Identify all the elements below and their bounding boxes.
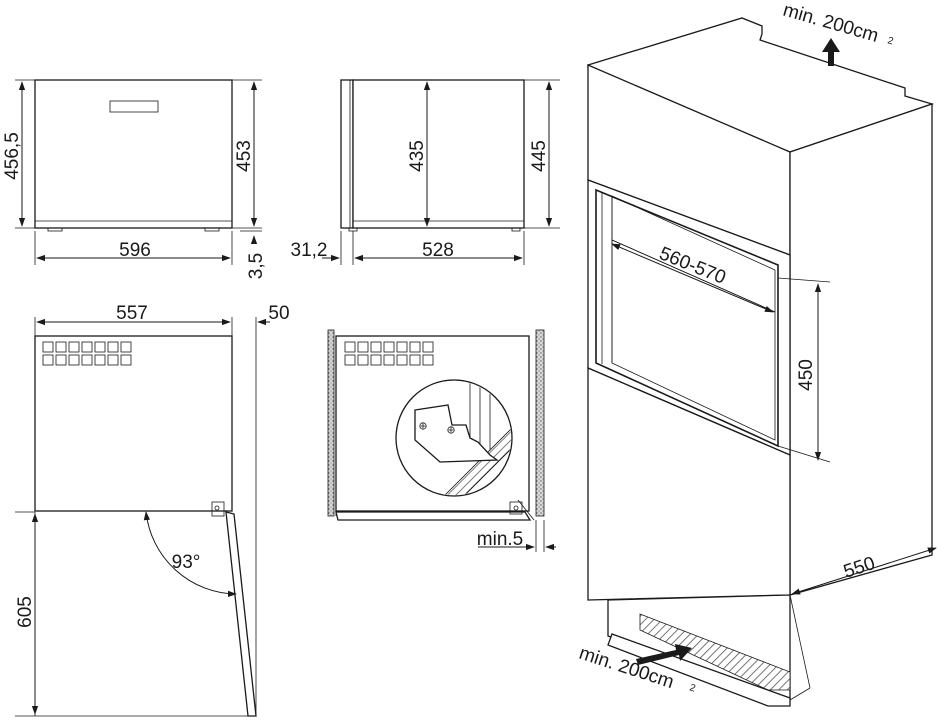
vent-grid-cell bbox=[81, 341, 93, 353]
vent-grid-cell bbox=[383, 354, 395, 366]
section-wall-left bbox=[327, 329, 335, 517]
vent-grid-cell bbox=[344, 354, 356, 366]
door-angle-label: 93° bbox=[172, 552, 201, 573]
vent-grid-cell bbox=[94, 341, 106, 353]
dim-line-niche-depth bbox=[791, 547, 937, 595]
detail-magnifier bbox=[395, 379, 513, 497]
front-display-panel bbox=[109, 100, 159, 113]
vent-grid-cell bbox=[42, 354, 54, 366]
vent-grid-cell bbox=[55, 341, 67, 353]
front-width-label: 596 bbox=[119, 240, 151, 261]
vent-top-arrow bbox=[822, 38, 840, 66]
vent-grid-cell bbox=[55, 354, 67, 366]
top-appliance-body bbox=[34, 335, 233, 512]
vent-grid-cell bbox=[107, 341, 119, 353]
vent-grid-cell bbox=[357, 341, 369, 353]
top-gap-label: 50 bbox=[268, 303, 289, 324]
niche-right-side bbox=[789, 103, 933, 596]
vent-grid-cell bbox=[422, 354, 434, 366]
front-appliance-body bbox=[34, 79, 233, 229]
side-depth-label: 528 bbox=[422, 240, 454, 261]
section-view: min.5 bbox=[327, 329, 556, 552]
side-front-panel bbox=[340, 79, 354, 229]
side-inner-height-label: 435 bbox=[407, 140, 428, 172]
vent-grid-cell bbox=[107, 354, 119, 366]
vent-grid-cell bbox=[94, 354, 106, 366]
front-height-total-label: 456,5 bbox=[2, 132, 23, 180]
vent-grid-cell bbox=[120, 354, 132, 366]
vent-grid-cell bbox=[383, 341, 395, 353]
dim-line-niche-width bbox=[611, 243, 774, 313]
niche-view: min. 200cm 2 min. 200cm 2 560-570 450 55… bbox=[576, 0, 937, 707]
vent-grid-cell bbox=[68, 341, 80, 353]
front-foot-right bbox=[204, 227, 220, 232]
niche-height-label: 450 bbox=[796, 359, 817, 391]
front-foot-left bbox=[47, 227, 63, 232]
vent-grid-cell bbox=[42, 341, 54, 353]
vent-grid-cell bbox=[422, 341, 434, 353]
top-open-door bbox=[225, 511, 257, 717]
vent-grid-cell bbox=[344, 341, 356, 353]
vent-grid-cell bbox=[81, 354, 93, 366]
front-foot-label: 3,5 bbox=[246, 253, 267, 279]
vent-grid-cell bbox=[396, 341, 408, 353]
top-view: 557 50 605 93° bbox=[15, 303, 290, 717]
side-appliance-body bbox=[352, 79, 525, 229]
section-hinge bbox=[509, 501, 523, 515]
vent-grid-cell bbox=[370, 341, 382, 353]
vent-grid-cell bbox=[409, 354, 421, 366]
vent-bottom-sup: 2 bbox=[688, 682, 697, 694]
vent-top-sup: 2 bbox=[886, 35, 895, 47]
section-door bbox=[335, 511, 532, 521]
front-height-body-label: 453 bbox=[234, 140, 255, 172]
side-view: 435 445 528 31,2 bbox=[291, 79, 560, 265]
top-width-label: 557 bbox=[116, 303, 148, 324]
vent-grid-cell bbox=[68, 354, 80, 366]
side-offset-label: 31,2 bbox=[291, 240, 328, 261]
niche-vent-slot bbox=[639, 613, 791, 691]
side-outer-height-label: 445 bbox=[529, 140, 550, 172]
vent-grid-cell bbox=[357, 354, 369, 366]
angle-arc bbox=[143, 511, 237, 598]
top-vent-grid bbox=[42, 341, 132, 366]
door-depth-label: 605 bbox=[15, 596, 36, 628]
clearance-label: min.5 bbox=[477, 529, 523, 550]
vent-bottom-arrow bbox=[636, 644, 692, 665]
vent-grid-cell bbox=[120, 341, 132, 353]
detail-bracket bbox=[414, 404, 499, 463]
section-wall-right bbox=[535, 329, 545, 517]
front-view: 456,5 453 596 3,5 bbox=[2, 79, 267, 279]
vent-grid-cell bbox=[370, 354, 382, 366]
section-vent-grid bbox=[344, 341, 434, 366]
vent-grid-cell bbox=[396, 354, 408, 366]
vent-grid-cell bbox=[409, 341, 421, 353]
